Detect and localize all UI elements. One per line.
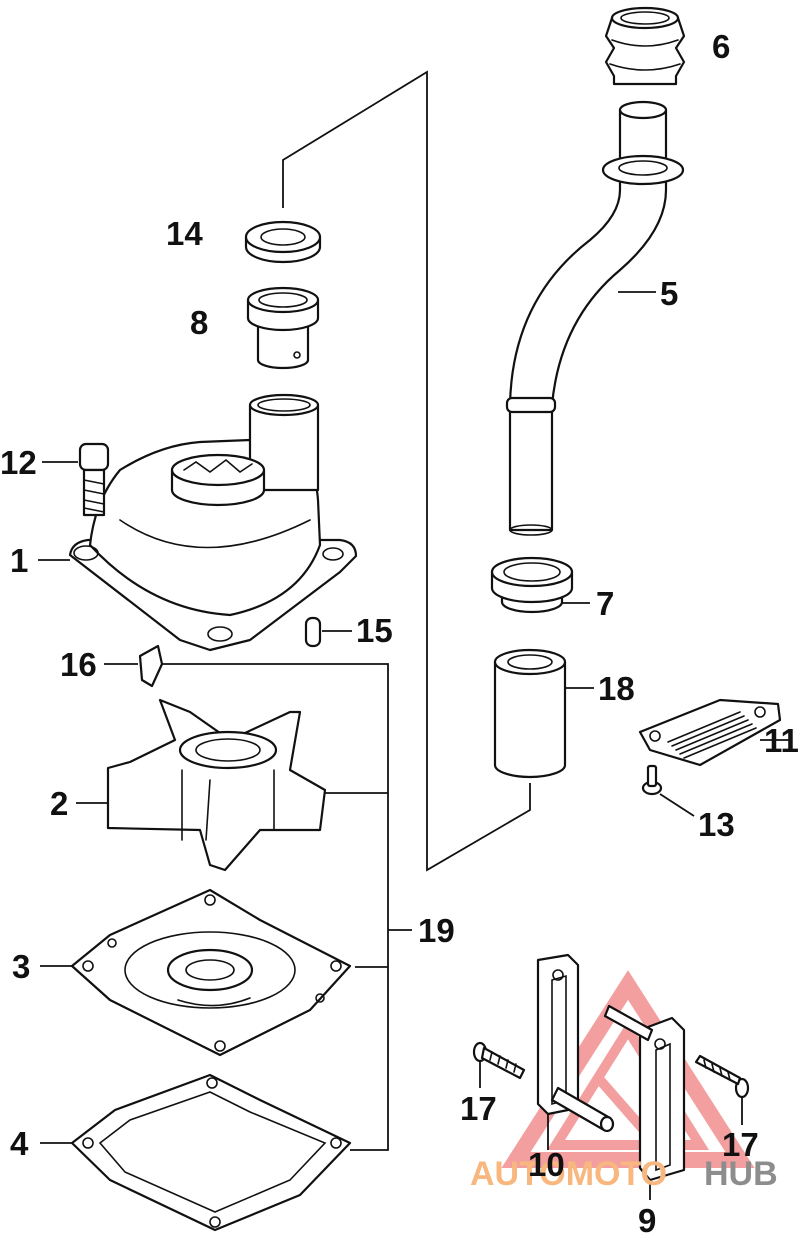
part-5-water-tube bbox=[505, 100, 685, 536]
callout-2: 2 bbox=[50, 785, 68, 822]
part-11-grille bbox=[638, 698, 790, 767]
callout-6: 6 bbox=[712, 28, 730, 65]
part-16-key bbox=[104, 644, 164, 688]
callout-3: 3 bbox=[12, 948, 30, 985]
callout-10: 10 bbox=[528, 1146, 565, 1183]
part-15-dowel-pin bbox=[304, 616, 352, 648]
callout-8: 8 bbox=[190, 304, 208, 341]
callout-17-right: 17 bbox=[722, 1126, 759, 1163]
part-2-impeller bbox=[76, 698, 327, 872]
part-17-screw-right bbox=[694, 1054, 750, 1125]
callout-4: 4 bbox=[10, 1125, 29, 1162]
part-1-pump-housing bbox=[38, 393, 358, 652]
callout-12: 12 bbox=[0, 444, 37, 481]
part-13-screw bbox=[641, 764, 695, 817]
callout-13: 13 bbox=[698, 806, 735, 843]
callout-labels: 1 2 3 4 5 6 7 8 9 10 11 12 13 14 15 16 1… bbox=[0, 28, 799, 1239]
callout-16: 16 bbox=[60, 646, 97, 683]
part-10-bracket bbox=[536, 953, 615, 1150]
kit-19-bracket bbox=[152, 663, 412, 1151]
watermark-text-hub: HUB bbox=[704, 1155, 778, 1193]
connector-line-14-18 bbox=[282, 70, 531, 872]
part-8-insert-cartridge bbox=[246, 286, 320, 370]
callout-7: 7 bbox=[596, 585, 614, 622]
callout-14: 14 bbox=[166, 215, 203, 252]
watermark-text: AUTOMOTO HUB bbox=[470, 1155, 778, 1193]
callout-19: 19 bbox=[418, 912, 455, 949]
part-18-sleeve bbox=[493, 648, 594, 779]
callout-9: 9 bbox=[638, 1202, 656, 1239]
part-12-bolt bbox=[42, 442, 110, 517]
part-3-plate bbox=[40, 888, 352, 1057]
callout-18: 18 bbox=[598, 670, 635, 707]
part-17-screw-left bbox=[472, 1041, 526, 1088]
callout-1: 1 bbox=[10, 542, 28, 579]
callout-5: 5 bbox=[660, 275, 678, 312]
callout-11: 11 bbox=[764, 722, 799, 759]
callout-15: 15 bbox=[356, 612, 393, 649]
part-7-bushing bbox=[490, 556, 590, 614]
part-4-gasket bbox=[40, 1073, 352, 1232]
callout-17-left: 17 bbox=[460, 1090, 497, 1127]
watermark-text-automoto: AUTOMOTO bbox=[470, 1155, 667, 1193]
part-6-grommet bbox=[604, 6, 686, 86]
part-9-bracket bbox=[603, 1004, 686, 1200]
part-14-seal bbox=[244, 220, 322, 264]
